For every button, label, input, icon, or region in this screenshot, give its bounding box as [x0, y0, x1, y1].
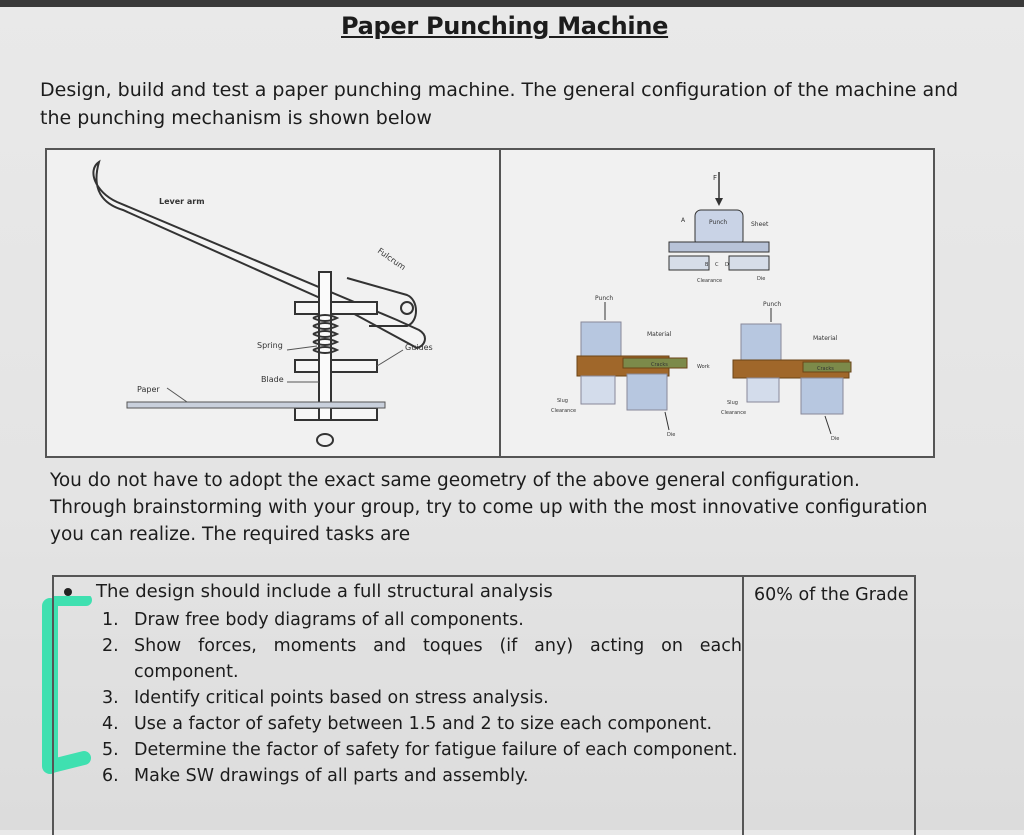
slug-left-block — [580, 375, 616, 405]
c-label: C — [715, 262, 719, 268]
punch-left-label: Punch — [595, 295, 613, 302]
item-number: 4. — [102, 714, 119, 734]
cracks-left-band — [622, 357, 688, 369]
slug-left-label: Slug — [557, 398, 568, 404]
cracks-right-label: Cracks — [817, 366, 834, 372]
paper-leader — [166, 387, 188, 403]
a-label: A — [681, 217, 686, 224]
item-number: 5. — [102, 740, 119, 760]
d-label: D — [725, 262, 729, 268]
clearance-right-label: Clearance — [721, 410, 746, 416]
highlighter-bracket — [42, 596, 92, 774]
sheet-label: Sheet — [751, 221, 769, 228]
item-number: 1. — [102, 610, 119, 630]
tasks-table: The design should include a full structu… — [52, 575, 916, 835]
cracks-right-band — [802, 361, 852, 373]
blade-label: Blade — [261, 375, 284, 384]
mechanism-diagram-svg: F Punch Sheet Die Clearance A B C D Punc… — [551, 172, 852, 442]
spring-leader — [286, 345, 318, 351]
configuration-figure: Lever arm Fulcrum Spring Guides Blade Pa… — [45, 148, 935, 458]
slug-right-label: Slug — [727, 400, 738, 406]
die-left-block — [626, 373, 668, 411]
list-item: 4. Use a factor of safety between 1.5 and… — [102, 711, 742, 737]
sheet-schematic — [668, 241, 770, 253]
guides-leader — [376, 349, 404, 367]
slug-right-block — [746, 377, 780, 403]
die-left-label: Die — [667, 432, 675, 438]
lever-arm-label: Lever arm — [159, 197, 205, 206]
punching-mechanism-diagram: F Punch Sheet Die Clearance A B C D Punc… — [501, 150, 933, 456]
item-text: Draw free body diagrams of all component… — [134, 610, 524, 630]
die-right-leader — [824, 415, 832, 435]
lower-guide — [294, 359, 378, 373]
item-text: Use a factor of safety between 1.5 and 2… — [134, 714, 713, 734]
table-column-divider — [742, 577, 744, 835]
list-item: 3. Identify critical points based on stre… — [102, 685, 742, 711]
die-top-label: Die — [757, 276, 765, 282]
list-item: 6. Make SW drawings of all parts and asse… — [102, 763, 742, 789]
screen-top-edge — [0, 0, 1024, 7]
item-text: Identify critical points based on stress… — [134, 688, 549, 708]
b-label: B — [705, 262, 709, 268]
list-item: 5. Determine the factor of safety for fat… — [102, 737, 742, 763]
task-bullet-row: The design should include a full structu… — [64, 580, 553, 604]
material-left-label: Material — [647, 331, 672, 338]
list-item: 2. Show forces, moments and toques (if an… — [102, 633, 742, 685]
cracks-left-label: Cracks — [651, 362, 668, 368]
paper-label: Paper — [137, 385, 160, 394]
item-text: Make SW drawings of all parts and assemb… — [134, 766, 529, 786]
item-text: Show forces, moments and toques (if any)… — [134, 636, 742, 682]
fulcrum-pin — [400, 301, 414, 315]
item-text: Determine the factor of safety for fatig… — [134, 740, 738, 760]
slug-shape — [316, 433, 334, 447]
work-label: Work — [697, 364, 710, 370]
force-label: F — [713, 174, 717, 182]
die-right-label: Die — [831, 436, 839, 442]
lever-arm-shape — [92, 159, 426, 350]
grade-weight: 60% of the Grade — [754, 585, 909, 605]
machine-diagram-svg: Lever arm Fulcrum Spring Guides Blade Pa… — [92, 159, 433, 447]
fulcrum-label: Fulcrum — [376, 246, 408, 272]
die-right-block — [800, 377, 844, 415]
bullet-icon — [64, 588, 72, 596]
task-bullet-text: The design should include a full structu… — [96, 581, 553, 602]
page-title: Paper Punching Machine — [341, 12, 669, 40]
task-list: 1. Draw free body diagrams of all compone… — [102, 607, 742, 789]
die-left-schematic — [668, 255, 710, 271]
item-number: 3. — [102, 688, 119, 708]
clearance-left-label: Clearance — [551, 408, 576, 414]
punch-left-block — [580, 321, 622, 361]
punch-right-label: Punch — [763, 301, 781, 308]
punch-right-block — [740, 323, 782, 365]
machine-configuration-diagram: Lever arm Fulcrum Spring Guides Blade Pa… — [47, 150, 499, 456]
paper-sheet — [126, 401, 386, 409]
intro-paragraph: Design, build and test a paper punching … — [40, 79, 959, 129]
fulcrum-bracket — [346, 277, 417, 327]
force-arrow-head — [715, 198, 723, 206]
punch-top-schematic — [694, 209, 744, 247]
item-number: 6. — [102, 766, 119, 786]
upper-guide — [294, 301, 378, 315]
guides-label: Guides — [405, 343, 433, 352]
die-left-leader — [664, 411, 670, 431]
figure-divider — [499, 150, 501, 456]
spring-label: Spring — [257, 341, 283, 350]
list-item: 1. Draw free body diagrams of all compone… — [102, 607, 742, 633]
clearance-top-label: Clearance — [697, 278, 722, 284]
material-right-label: Material — [813, 335, 838, 342]
die-right-schematic — [728, 255, 770, 271]
spring-coil — [312, 314, 340, 354]
punch-top-label: Punch — [709, 219, 727, 226]
die-block — [294, 407, 378, 421]
item-number: 2. — [102, 636, 119, 656]
instructions-paragraph: You do not have to adopt the exact same … — [50, 470, 928, 545]
